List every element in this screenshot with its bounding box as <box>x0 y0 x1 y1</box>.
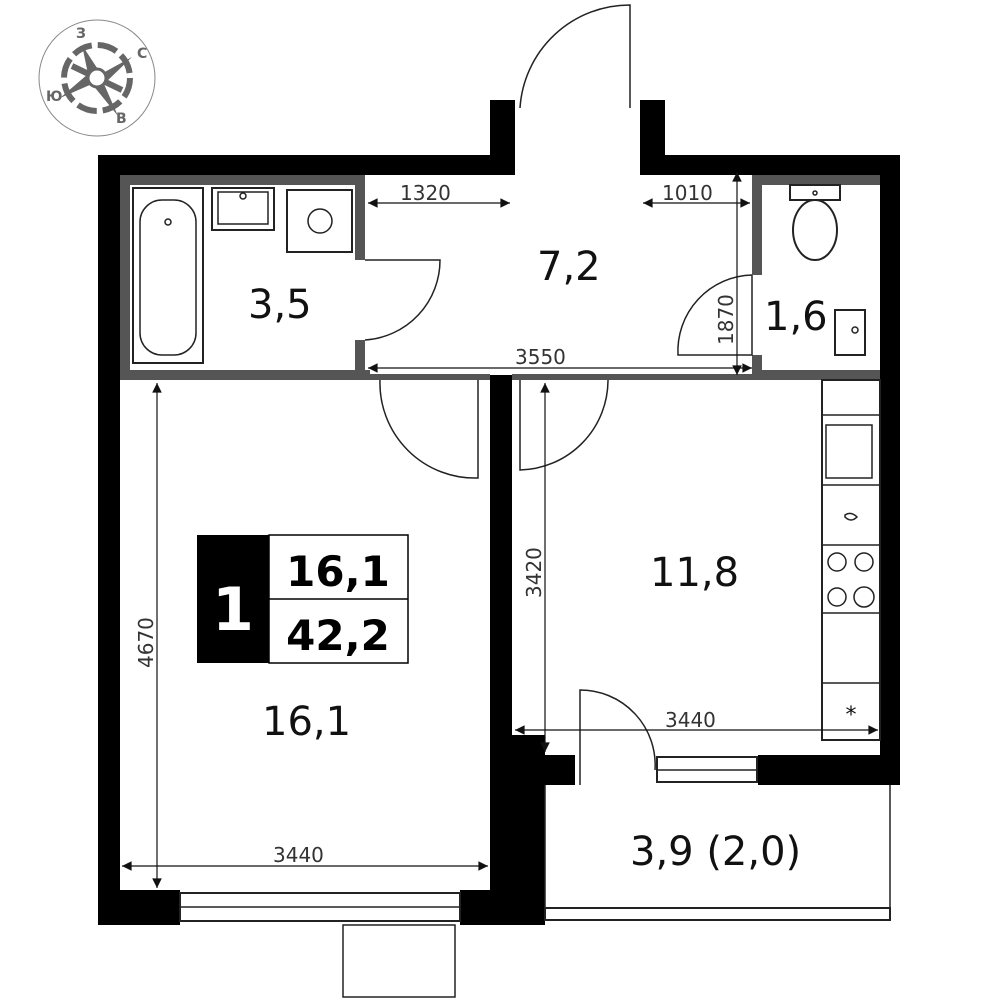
stove-icon <box>827 552 875 608</box>
dim-room-width: 3440 <box>273 843 324 867</box>
compass-south: Ю <box>46 89 62 105</box>
dimension-lines <box>122 172 879 889</box>
washing-machine-icon <box>286 189 353 253</box>
compass-north: С <box>137 46 147 62</box>
compass-east: В <box>116 111 127 127</box>
total-area: 42,2 <box>286 611 390 660</box>
fridge-icon: * <box>846 703 857 728</box>
living-area: 16,1 <box>286 547 390 596</box>
dim-toilet-height: 1870 <box>714 294 738 345</box>
dim-hall-right: 1010 <box>662 181 713 205</box>
windows <box>179 756 891 998</box>
area-balcony: 3,9 (2,0) <box>630 829 801 875</box>
bathroom-walls <box>120 175 880 380</box>
dim-hall-left: 1320 <box>400 181 451 205</box>
doors <box>364 4 753 785</box>
area-kitchen: 11,8 <box>650 550 739 596</box>
sink-icon <box>211 187 275 231</box>
kitchen-counter: * <box>821 379 881 741</box>
exterior-walls <box>98 100 900 925</box>
bathtub-icon <box>132 187 204 364</box>
dim-kitchen-height: 3420 <box>522 547 546 598</box>
toilet-icon <box>789 184 841 261</box>
compass-icon: З С Ю В <box>38 19 156 137</box>
area-bathroom: 3,5 <box>248 282 312 328</box>
faucet-icon <box>844 512 859 521</box>
area-hall: 7,2 <box>537 244 601 290</box>
summary-badge: 1 16,1 42,2 <box>197 534 409 664</box>
dim-room-height: 4670 <box>134 617 158 668</box>
room-count: 1 <box>212 575 254 645</box>
toilet-sink-icon <box>834 309 866 356</box>
compass-west: З <box>76 26 86 42</box>
area-living-room: 16,1 <box>262 699 351 745</box>
area-toilet: 1,6 <box>764 294 828 340</box>
dim-hall-width: 3550 <box>515 345 566 369</box>
dim-kitchen-width: 3440 <box>665 708 716 732</box>
